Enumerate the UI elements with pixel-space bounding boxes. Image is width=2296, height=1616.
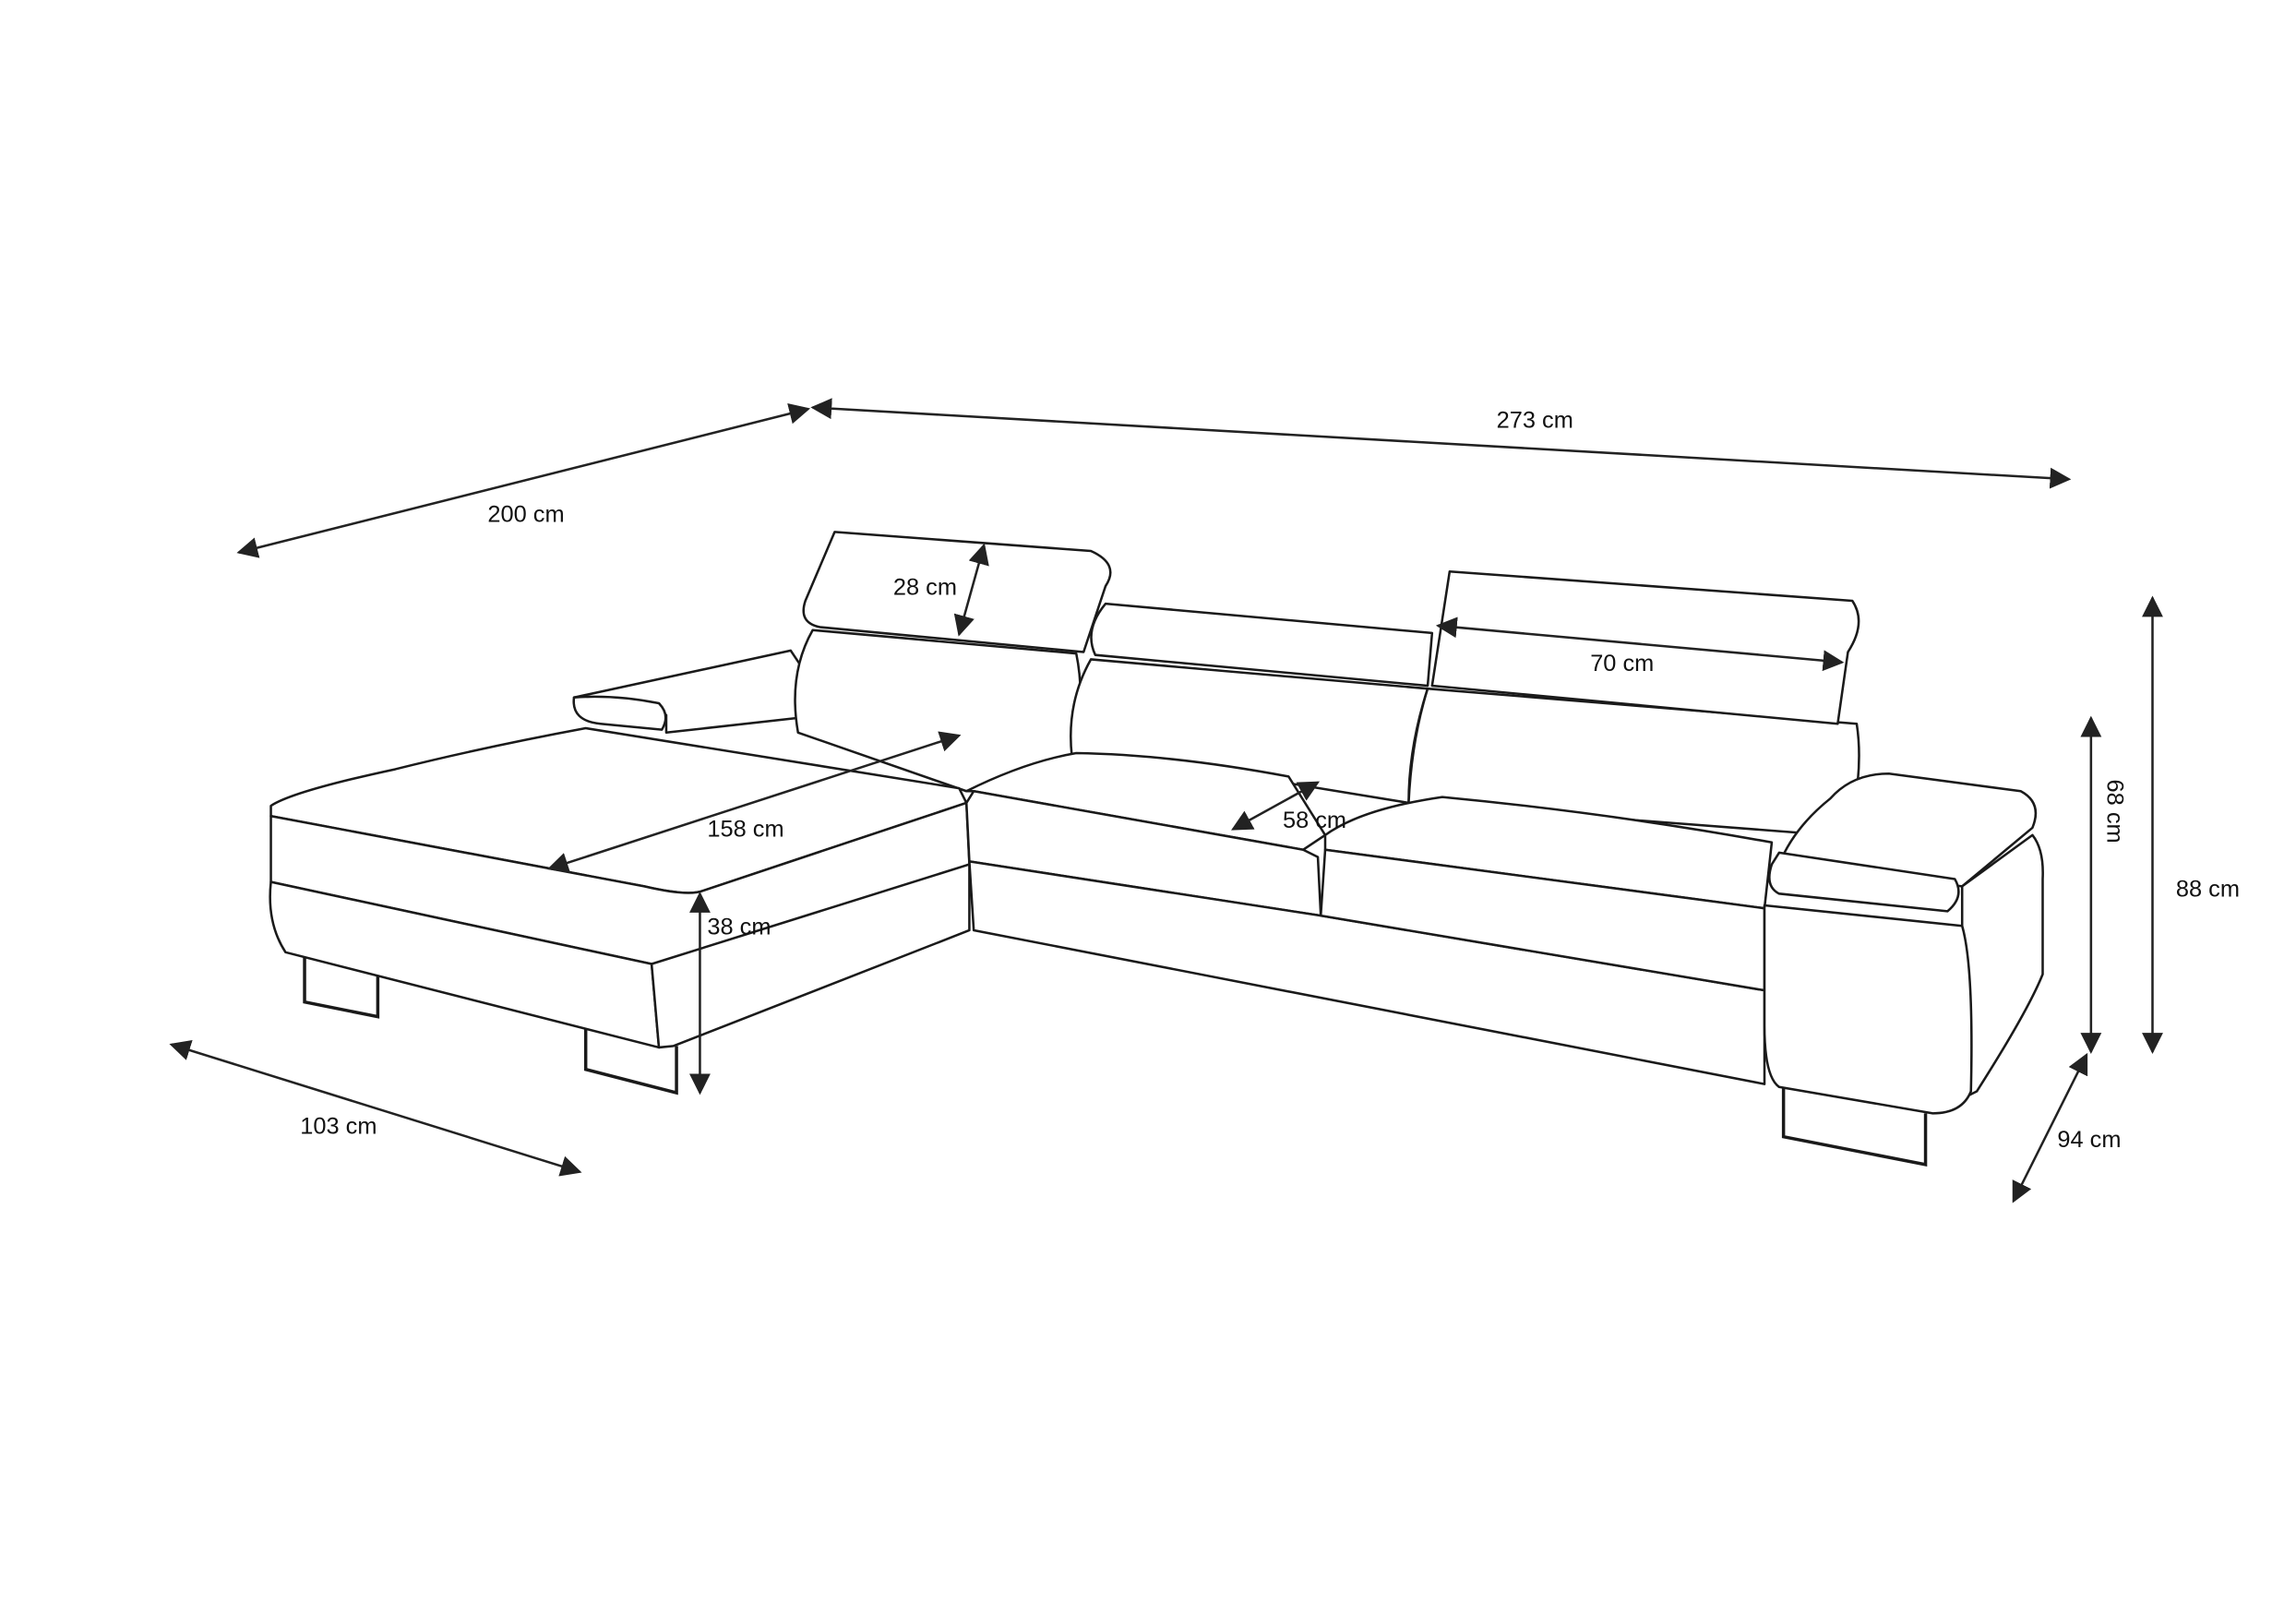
label-seat-depth: 58 cm [1283,808,1346,833]
leg [583,1025,678,1095]
arrow-94 [2012,1052,2088,1203]
label-sofa-depth: 94 cm [2057,1127,2121,1153]
arrow-103 [169,1039,582,1177]
sofa-drawing [269,531,2044,1167]
label-chaise-length: 158 cm [707,816,783,842]
leg [1781,1086,1928,1167]
leg [303,954,380,1019]
arrow-58 [1231,781,1321,831]
arrow-28 [953,543,989,637]
headrest-middle [1090,602,1434,688]
label-back-height-low: 68 cm [2101,780,2127,844]
label-seat-height: 38 cm [707,915,771,940]
dimension-arrows [169,398,2163,1203]
arrow-200 [236,403,811,558]
label-total-width: 273 cm [1497,408,1573,434]
label-headrest-width: 70 cm [1590,651,1654,676]
dimension-labels: 273 cm 200 cm 28 cm 70 cm 158 cm 58 cm 3… [300,408,2240,1153]
label-chaise-width: 103 cm [300,1114,377,1140]
label-headrest-height: 28 cm [893,575,957,601]
label-depth-long-side: 200 cm [487,501,564,527]
right-armrest [1777,772,2038,888]
arrow-70 [1435,616,1845,672]
seat-right [1323,796,1774,910]
label-back-height-high: 88 cm [2176,876,2240,902]
arrow-273 [810,398,2072,489]
arrow-158 [546,731,962,873]
